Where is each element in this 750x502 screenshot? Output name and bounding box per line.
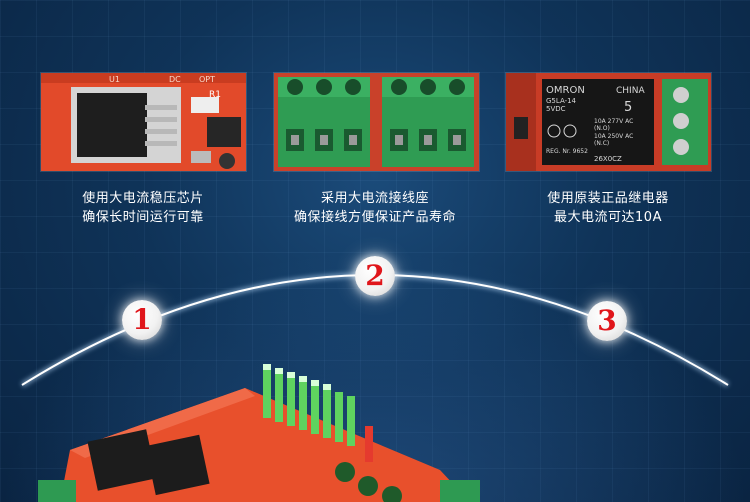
relay-rating-1: 10A 277V AC xyxy=(594,118,633,125)
relay-code: 26X0CZ xyxy=(594,155,622,163)
relay-module-board-photo xyxy=(38,364,480,502)
relay-model: G5LA-14 xyxy=(546,97,577,105)
relay-rating-2: 10A 250V AC xyxy=(594,133,633,140)
caption-3-line-2: 最大电流可达10A xyxy=(554,210,662,225)
silkscreen-r1: R1 xyxy=(209,90,221,100)
caption-2-line-1: 采用大电流接线座 xyxy=(320,191,429,206)
relay-reg: REG. Nr. 9652 xyxy=(546,148,588,155)
silkscreen-opt: OPT xyxy=(199,75,215,84)
caption-2-line-2: 确保接线方便保证产品寿命 xyxy=(293,210,456,225)
relay-origin: CHINA xyxy=(616,86,645,96)
feature-caption-3: 使用原装正品继电器 最大电流可达10A xyxy=(488,189,728,227)
silkscreen-u1: U1 xyxy=(109,75,120,84)
feature-badge-2: 2 xyxy=(355,256,395,296)
relay-rating-1-note: (N.O) xyxy=(594,125,610,132)
caption-1-line-1: 使用大电流稳压芯片 xyxy=(82,191,204,206)
caption-1-line-2: 确保长时间运行可靠 xyxy=(82,210,204,225)
feature-caption-1: 使用大电流稳压芯片 确保长时间运行可靠 xyxy=(23,189,263,227)
regulator-chip-photo: U1 DC OPT R1 xyxy=(40,72,247,172)
relay-coil: 5VDC xyxy=(546,105,566,113)
relay-rating-2-note: (N.C) xyxy=(594,140,609,147)
relay-brand: OMRON xyxy=(546,85,585,96)
feature-caption-2: 采用大电流接线座 确保接线方便保证产品寿命 xyxy=(255,189,495,227)
terminal-block-photo xyxy=(273,72,480,172)
feature-badge-1: 1 xyxy=(122,300,162,340)
silkscreen-dc: DC xyxy=(169,75,181,84)
relay-number: 5 xyxy=(624,100,632,115)
omron-relay-photo: OMRON CHINA G5LA-14 5VDC 5 10A 277V AC (… xyxy=(505,72,712,172)
caption-3-line-1: 使用原装正品继电器 xyxy=(547,191,669,206)
feature-badge-3: 3 xyxy=(587,301,627,341)
